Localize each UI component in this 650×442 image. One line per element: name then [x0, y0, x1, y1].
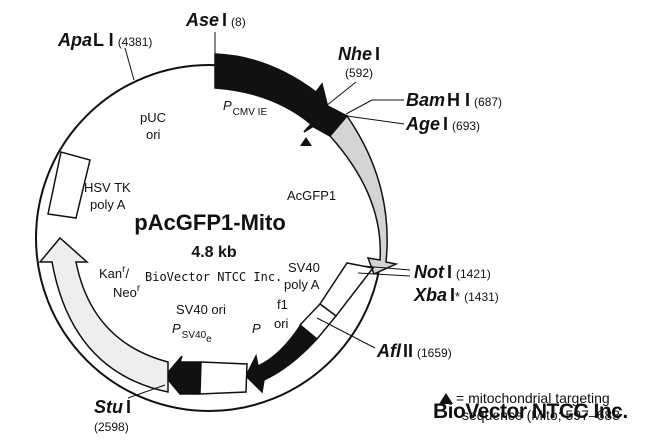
feature-sv40-polya-line1: SV40: [288, 260, 320, 275]
feature-puc-ori-line1: pUC: [140, 110, 166, 125]
feature-psv40e: PSV40e: [172, 321, 212, 345]
site-leader-lines: [124, 32, 411, 399]
feature-sv40-ori: SV40 ori: [176, 302, 226, 317]
sv40-ori-block: [199, 361, 248, 395]
feature-kan: Kanr/: [99, 264, 129, 281]
feature-pcmv-ie: PCMV IE: [223, 98, 267, 118]
sv40-polya-block: [318, 262, 375, 318]
feature-neo: Neor: [113, 283, 141, 300]
legend-line1: = mitochondrial targeting: [456, 390, 610, 406]
site-stu-i-position: (2598): [94, 420, 129, 434]
mito-marker-triangle: [300, 137, 312, 146]
feature-f1-ori-line1: f1: [277, 297, 288, 312]
feature-promoter-p: P: [252, 321, 261, 336]
feature-hsv-tk-line1: HSV TK: [84, 180, 131, 195]
feature-acgfp1: AcGFP1: [287, 188, 336, 203]
hsv-tk-polya-block: [47, 151, 91, 219]
feature-hsv-tk-line2: poly A: [90, 197, 126, 212]
legend-line2: sequence (Mito; 597–683: [462, 407, 620, 423]
feature-f1-ori-line2: ori: [274, 316, 289, 331]
plasmid-size: 4.8 kb: [191, 244, 237, 261]
site-apal-i: ApaL I(4381): [57, 30, 152, 50]
feature-puc-ori-line2: ori: [146, 127, 161, 142]
watermark-center: BioVector NTCC Inc.: [145, 270, 282, 284]
kan-neo-arrow: [38, 236, 169, 393]
watermark-corner: BioVector NTCC Inc.: [433, 400, 628, 423]
pcmv-promoter-arrow: [214, 53, 331, 133]
acgfp1-arrow: [329, 114, 399, 276]
psv40e-arrow: [164, 355, 201, 395]
plasmid-name: pAcGFP1-Mito: [134, 210, 286, 235]
f1-ori-block: [298, 303, 338, 341]
legend-triangle: [439, 393, 453, 404]
feature-sv40-polya-line2: poly A: [284, 277, 320, 292]
site-nhe-i-position: (592): [345, 66, 373, 80]
